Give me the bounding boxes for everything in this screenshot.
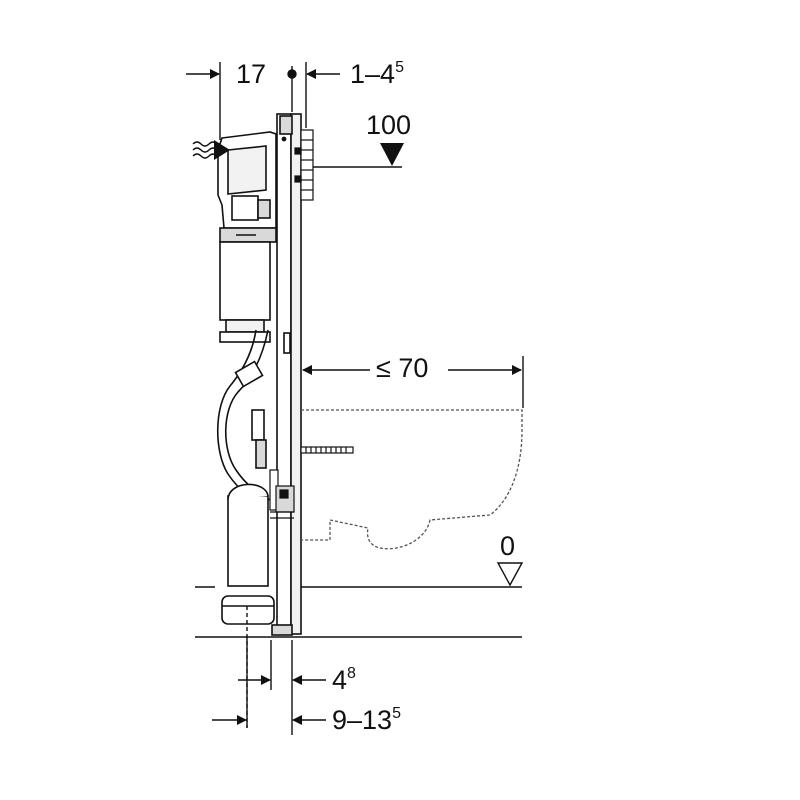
- cistern-inner: [227, 145, 267, 195]
- frame-dot: [281, 136, 287, 142]
- label-0: 0: [500, 531, 516, 561]
- dim-4-8: [238, 640, 326, 735]
- dim-0: [496, 562, 524, 587]
- frame-foot: [271, 624, 293, 636]
- flush-pipe: [216, 329, 271, 507]
- cistern-valve: [231, 195, 259, 221]
- cistern: [217, 131, 277, 343]
- label-4-8: 48: [332, 665, 356, 695]
- drain-pipe-vertical: [227, 495, 269, 587]
- dim-1-4: [287, 62, 340, 128]
- floor-lines: [195, 586, 522, 638]
- wc-bowl-outline: [301, 409, 523, 550]
- label-1-4-sup: 5: [395, 59, 404, 76]
- label-9-13-sup: 5: [392, 705, 401, 722]
- frame-handle: [283, 332, 291, 354]
- drain-pipe: [221, 483, 275, 625]
- wc-connection-bracket: [269, 469, 295, 519]
- dim-17: [186, 62, 221, 140]
- water-inlet-arrow-icon: [214, 140, 230, 160]
- actuator-bracket: [294, 129, 314, 201]
- bracket-body: [300, 129, 314, 201]
- frame-top-cap: [279, 115, 293, 135]
- label-le-70: ≤ 70: [376, 353, 429, 383]
- level-100-triangle-icon: [380, 143, 404, 166]
- fixing-rod: [300, 446, 354, 454]
- dim-9-13: [212, 606, 326, 728]
- water-inlet-symbol: [192, 140, 230, 160]
- frame-cover-plate: [290, 113, 302, 635]
- drain-bend: [221, 595, 275, 625]
- label-1-4: 1–45: [350, 59, 404, 89]
- label-1-4-base: 1–4: [350, 59, 396, 89]
- label-9-13: 9–135: [332, 705, 401, 735]
- dim-le-70: [302, 356, 524, 408]
- frame-upright: [276, 113, 292, 635]
- label-4-8-sup: 8: [347, 665, 356, 682]
- label-17: 17: [236, 59, 267, 89]
- label-100: 100: [366, 110, 412, 140]
- dim-100: [313, 143, 404, 168]
- cistern-lower-body: [219, 241, 271, 321]
- level-0-triangle-icon: [496, 562, 524, 587]
- label-9-13-base: 9–13: [332, 705, 393, 735]
- datum-point-icon: [287, 69, 297, 79]
- label-4-8-base: 4: [332, 665, 348, 695]
